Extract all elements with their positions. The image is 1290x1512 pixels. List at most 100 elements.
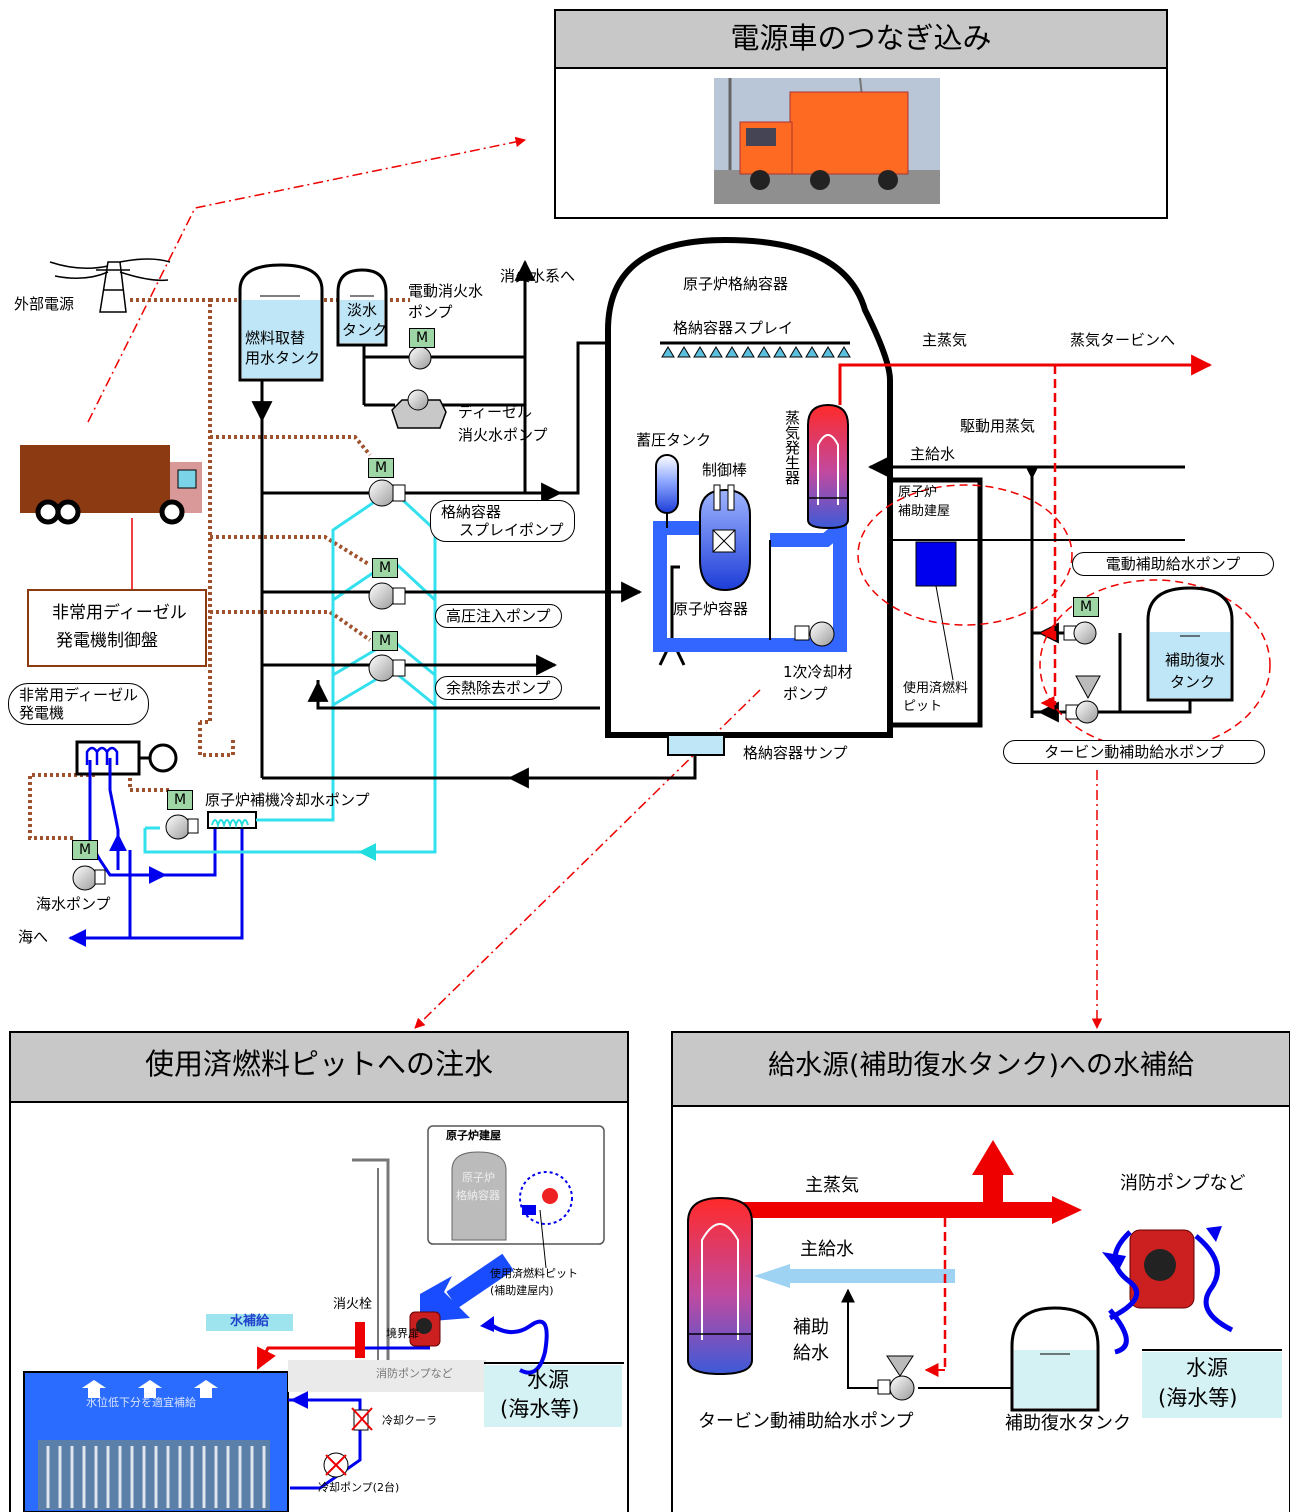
- fw-td-afw-pump-label: タービン動補助給水ポンプ: [698, 1411, 914, 1432]
- ccw-pump: [165, 814, 199, 840]
- reactor-vessel: [699, 484, 751, 592]
- containment-label: 原子炉格納容器: [683, 275, 789, 293]
- turbine-afw-pump-label: タービン動補助給水ポンプ: [1003, 740, 1265, 764]
- fw-main-steam-label: 主蒸気: [805, 1175, 859, 1196]
- link-power-truck: [87, 136, 527, 423]
- fw-main-feedwater-label: 主給水: [800, 1239, 854, 1260]
- fresh-water-tank-label-1: 淡水: [347, 301, 378, 319]
- fw-aux-condensate-tank-label: 補助復水タンク: [1005, 1413, 1131, 1434]
- primary-pump-label-1: 1次冷却材: [783, 663, 853, 681]
- hydrant-label: 消火栓: [333, 1297, 373, 1312]
- aux-building-label-1: 原子炉: [898, 485, 938, 500]
- rhr-pump-label: 余熱除去ポンプ: [435, 676, 562, 700]
- accumulator-tank: [655, 454, 679, 528]
- fresh-water-tank-label-2: タンク: [342, 321, 388, 339]
- refueling-tank-label-1: 燃料取替: [245, 329, 306, 347]
- turbine-afw-pump: [1065, 675, 1101, 724]
- primary-coolant-pump: [794, 621, 835, 647]
- power-truck-panel: [554, 9, 1168, 219]
- spray-nozzles: [661, 346, 851, 358]
- edg-machine: [75, 740, 178, 776]
- ccw-pump-label: 原子炉補機冷却水ポンプ: [205, 791, 370, 809]
- diesel-truck-icon: [20, 445, 202, 525]
- water-supply-label: 水補給: [206, 1314, 294, 1331]
- main-steam-line: [838, 354, 1213, 405]
- primary-loop: [653, 512, 847, 652]
- motor-icon-ccw-pump: M: [167, 790, 193, 810]
- containment-spray-pump-label: 格納容器 スプレイポンプ: [430, 500, 575, 542]
- fw-water-source-label-1: 水源: [1186, 1356, 1228, 1380]
- spent-fuel-title: 使用済燃料ピットへの注水: [144, 1047, 493, 1081]
- reactor-building-label: 原子炉建屋: [446, 1129, 501, 1142]
- fw-aux-feed-label-1: 補助: [793, 1317, 829, 1338]
- highlight-spent-fuel: [857, 484, 1073, 626]
- reactor-vessel-label: 原子炉容器: [673, 600, 749, 618]
- aux-condensate-tank: [1146, 586, 1234, 702]
- steam-generator: [807, 403, 849, 530]
- power-cables: [28, 298, 410, 840]
- main-feedwater-label: 主給水: [910, 445, 956, 463]
- accumulator-label: 蓄圧タンク: [636, 431, 712, 449]
- seawater-pump: [72, 865, 106, 891]
- power-truck-photo: [714, 77, 940, 204]
- fw-water-source-label-2: (海水等): [1158, 1386, 1238, 1410]
- motor-icon-cs-pump: M: [368, 458, 394, 478]
- cooling-pump-label: 冷却ポンプ(2台): [318, 1481, 400, 1494]
- containment-sump: [667, 734, 725, 756]
- level-note-label: 水位低下分を適宜補給: [86, 1396, 196, 1409]
- drive-steam-label: 駆動用蒸気: [960, 417, 1036, 435]
- containment-spray-label: 格納容器スプレイ: [673, 319, 794, 337]
- primary-pump-label-2: ポンプ: [783, 685, 828, 703]
- motor-icon-hpi-pump: M: [372, 558, 398, 578]
- sfp-water-source-label-1: 水源: [527, 1368, 569, 1392]
- control-rod-label: 制御棒: [702, 461, 748, 479]
- cooler-label: 冷却クーラ: [382, 1414, 437, 1427]
- seawater-lines: [68, 758, 244, 947]
- electric-fire-pump-label-2: ポンプ: [408, 303, 453, 321]
- steam-generator-label: 蒸気発生器: [783, 410, 801, 485]
- refueling-water-tank: [238, 263, 324, 382]
- electric-fire-pump-label-1: 電動消火水: [408, 282, 484, 300]
- fw-fire-pump-label: 消防ポンプなど: [1120, 1173, 1246, 1194]
- edg-panel-label-1: 非常用ディーゼル: [52, 603, 187, 623]
- inset-sfp-label-2: (補助建屋内): [490, 1284, 554, 1297]
- high-pressure-injection-pump: [368, 582, 406, 610]
- motor-icon-afw-pump: M: [1073, 597, 1099, 617]
- containment-spray-pump: [368, 479, 406, 507]
- inset-sfp-label-1: 使用済燃料ピット: [490, 1267, 578, 1280]
- external-power-label: 外部電源: [14, 295, 75, 313]
- aux-building: [892, 477, 983, 728]
- edg-label: 非常用ディーゼル 発電機: [8, 683, 149, 725]
- motor-icon-rhr-pump: M: [372, 631, 398, 651]
- diesel-fire-pump-label-1: ディーゼル: [458, 403, 532, 421]
- to-sea-label: 海へ: [18, 928, 49, 946]
- electric-fire-pump: [408, 346, 432, 370]
- fw-aux-feed-label-2: 給水: [793, 1343, 829, 1364]
- main-steam-label: 主蒸気: [922, 331, 968, 349]
- to-turbine-label: 蒸気タービンへ: [1070, 331, 1176, 349]
- boundary-door-label: 境界扉: [386, 1327, 419, 1340]
- external-power-icon: [49, 258, 171, 313]
- motor-icon-fire-pump: M: [409, 328, 435, 348]
- residual-heat-removal-pump: [368, 654, 406, 682]
- electric-afw-pump-label: 電動補助給水ポンプ: [1072, 552, 1274, 576]
- motor-icon-seawater-pump: M: [72, 840, 98, 860]
- spent-fuel-panel: [9, 1031, 629, 1512]
- sump-label: 格納容器サンプ: [743, 744, 848, 762]
- aux-condensate-tank-label-1: 補助復水: [1165, 651, 1226, 669]
- spent-fuel-pit-block: [915, 541, 957, 587]
- aux-building-label-2: 補助建屋: [898, 504, 951, 519]
- seawater-pump-label: 海水ポンプ: [36, 895, 111, 913]
- sfp-fire-pump-label: 消防ポンプなど: [376, 1367, 453, 1380]
- aux-condensate-tank-label-2: タンク: [1170, 673, 1216, 691]
- inset-containment-label-1: 原子炉: [462, 1171, 495, 1184]
- fresh-water-tank: [336, 268, 388, 347]
- inset-containment-label-2: 格納容器: [456, 1189, 500, 1202]
- to-fire-system-label: 消火水系へ: [500, 267, 576, 285]
- diesel-fire-pump-label-2: 消火水ポンプ: [458, 426, 548, 444]
- edg-panel-label-2: 発電機制御盤: [56, 631, 158, 651]
- spent-fuel-pit-label-1: 使用済燃料: [903, 681, 969, 696]
- diesel-fire-pump: [391, 389, 447, 429]
- hpi-pump-label: 高圧注入ポンプ: [435, 604, 562, 628]
